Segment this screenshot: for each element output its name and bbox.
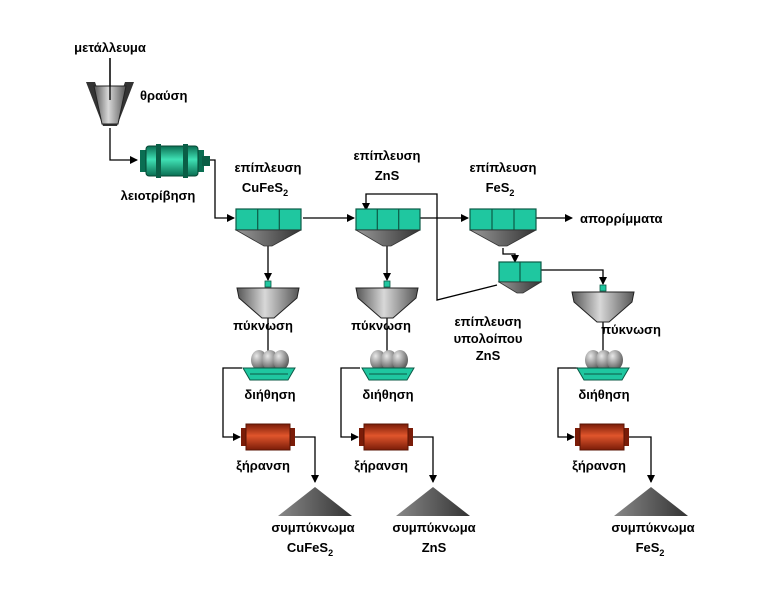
concentrate-pile-fes2 — [614, 487, 688, 516]
filter-icon-fes2 — [576, 350, 630, 381]
zns-dryer-to-pile — [412, 436, 437, 483]
label-crushing: θραύση — [140, 88, 188, 103]
label-concentrate-cufes2-l2: CuFeS2 — [287, 540, 333, 558]
label-concentrate-zns-l1: συμπύκνωμα — [392, 520, 475, 535]
flotation-cell-residual-zns — [497, 261, 543, 294]
label-flotation-cufes2-l2: CuFeS2 — [242, 180, 288, 198]
flotation-cell-zns — [354, 208, 421, 247]
label-drying-cufes2: ξήρανση — [236, 458, 290, 473]
label-flotation-cufes2-l1: επίπλευση — [234, 160, 301, 175]
flow-lines — [106, 58, 655, 483]
dryer-icon-cufes2 — [241, 423, 295, 451]
flotation-cell-fes2 — [469, 208, 537, 247]
label-tailings: απορρίμματα — [580, 211, 663, 226]
filter-icon-zns — [361, 350, 415, 381]
label-thickening-cufes2: πύκνωση — [233, 318, 293, 333]
crusher-icon — [86, 58, 134, 126]
label-thickening-zns: πύκνωση — [351, 318, 411, 333]
label-flotation-zns-l2: ZnS — [375, 168, 400, 183]
label-concentrate-fes2-l1: συμπύκνωμα — [611, 520, 694, 535]
residual-to-thickener-arrow — [541, 269, 607, 285]
concentrate-pile-cufes2 — [278, 487, 352, 516]
cufes2-dryer-to-pile — [294, 436, 319, 483]
zns-filter-to-dryer — [340, 367, 360, 441]
label-flotation-residual-l1: επίπλευση — [454, 314, 521, 329]
dryer-icon-fes2 — [575, 423, 629, 451]
label-flotation-residual-l3: ZnS — [476, 348, 501, 363]
concentrate-pile-zns — [396, 487, 470, 516]
dryer-icon-zns — [359, 423, 413, 451]
residual-recycle-arrow — [362, 193, 498, 301]
label-thickening-fes2: πύκνωση — [601, 322, 661, 337]
thickener-icon-fes2 — [571, 284, 635, 323]
thickener-icon-cufes2 — [236, 280, 300, 319]
mill-to-flotation-arrow — [210, 159, 235, 222]
crusher-to-mill-arrow — [109, 128, 138, 164]
thickener-icon-zns — [355, 280, 419, 319]
label-flotation-fes2-l1: επίπλευση — [469, 160, 536, 175]
cufes2-filter-to-dryer — [222, 367, 242, 441]
label-flotation-zns-l1: επίπλευση — [353, 148, 420, 163]
label-drying-fes2: ξήρανση — [572, 458, 626, 473]
label-concentrate-cufes2-l1: συμπύκνωμα — [271, 520, 354, 535]
filter-icon-cufes2 — [242, 350, 296, 381]
label-flotation-fes2-l2: FeS2 — [486, 180, 515, 198]
label-concentrate-fes2-l2: FeS2 — [636, 540, 665, 558]
label-grinding: λειοτρίβηση — [121, 188, 196, 203]
label-ore: μετάλλευμα — [74, 40, 146, 55]
fes2-dryer-to-pile — [628, 436, 655, 483]
label-filtration-zns: διήθηση — [362, 387, 413, 402]
mill-icon — [140, 144, 210, 178]
label-concentrate-zns-l2: ZnS — [422, 540, 447, 555]
label-filtration-cufes2: διήθηση — [244, 387, 295, 402]
label-drying-zns: ξήρανση — [354, 458, 408, 473]
fes2-filter-to-dryer — [557, 367, 578, 441]
fes2-to-residual-arrow — [502, 248, 519, 263]
flotation-cell-cufes2 — [234, 208, 302, 247]
label-flotation-residual-l2: υπολοίπου — [454, 331, 523, 346]
label-filtration-fes2: διήθηση — [578, 387, 629, 402]
